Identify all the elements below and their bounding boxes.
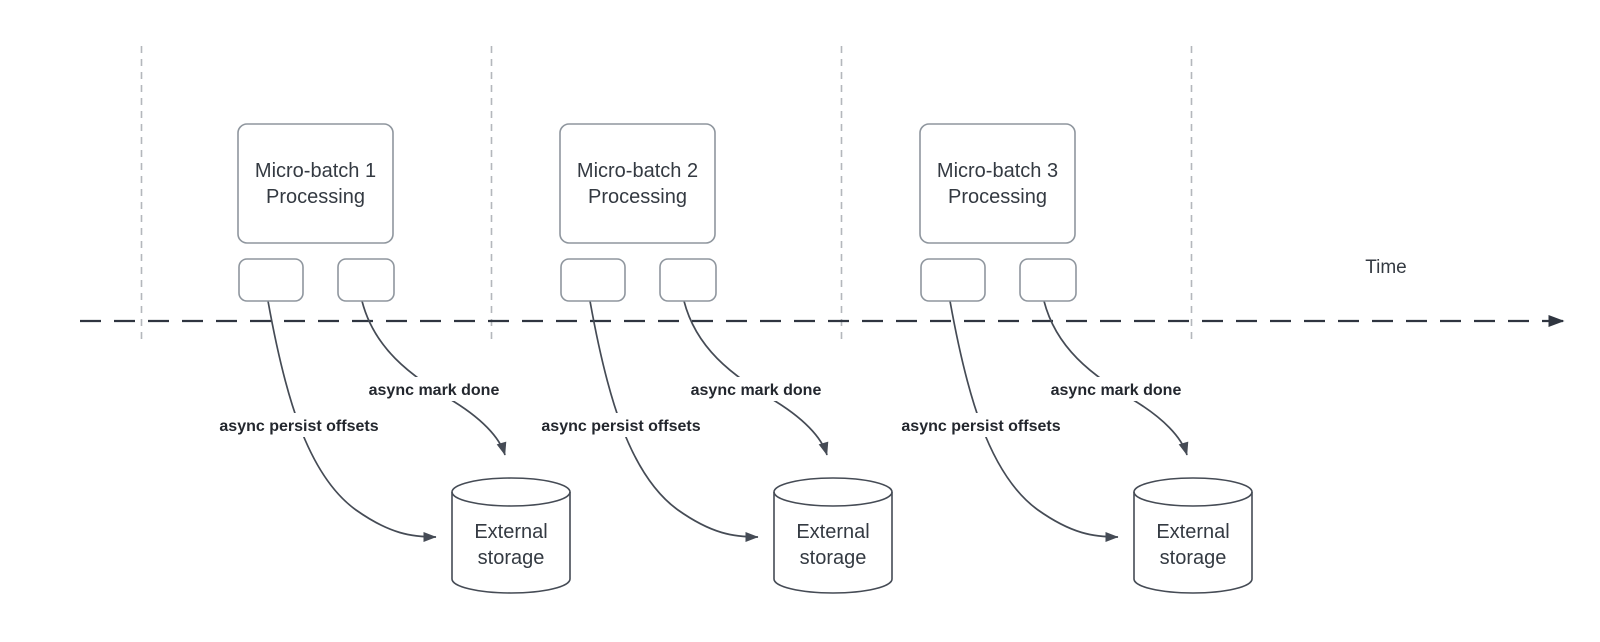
processing-box xyxy=(919,123,1076,244)
processing-box-label-line2: Processing xyxy=(266,186,365,208)
micro-batch-group-1: Micro-batch 1 Processing async persist o… xyxy=(205,123,571,594)
offset-task-box xyxy=(238,258,304,302)
mark-done-label: async mark done xyxy=(369,382,500,399)
commit-task-box xyxy=(337,258,395,302)
storage-cylinder-rim xyxy=(773,491,893,507)
storage-cylinder xyxy=(1133,477,1253,594)
processing-box-label-line1: Micro-batch 2 xyxy=(577,160,698,182)
persist-offsets-label: async persist offsets xyxy=(541,418,700,435)
storage-label-line1: External xyxy=(1156,521,1229,543)
mark-done-label: async mark done xyxy=(691,382,822,399)
persist-offsets-label: async persist offsets xyxy=(901,418,1060,435)
commit-task-box xyxy=(1019,258,1077,302)
storage-label-line1: External xyxy=(796,521,869,543)
storage-cylinder xyxy=(451,477,571,594)
mark-done-label-bg xyxy=(1043,377,1184,401)
persist-offsets-arrow xyxy=(589,300,759,542)
processing-box-label-line2: Processing xyxy=(948,186,1047,208)
storage-label-line1: External xyxy=(474,521,547,543)
storage-cylinder-rim xyxy=(1133,491,1253,507)
persist-offsets-label-bg xyxy=(887,413,1075,437)
storage-cylinder-rim xyxy=(451,491,571,507)
offset-task-box xyxy=(920,258,986,302)
processing-box-label-line1: Micro-batch 1 xyxy=(255,160,376,182)
storage-label-line2: storage xyxy=(800,547,867,569)
processing-box xyxy=(237,123,394,244)
processing-box-label-line1: Micro-batch 3 xyxy=(937,160,1058,182)
persist-offsets-label-bg xyxy=(527,413,715,437)
storage-label-line2: storage xyxy=(1160,547,1227,569)
persist-offsets-label-bg xyxy=(205,413,393,437)
storage-label-line2: storage xyxy=(478,547,545,569)
mark-done-label-bg xyxy=(683,377,824,401)
persist-offsets-arrow xyxy=(949,300,1119,542)
processing-box xyxy=(559,123,716,244)
time-axis-label: Time xyxy=(1365,257,1407,278)
processing-box-label-line2: Processing xyxy=(588,186,687,208)
micro-batch-group-3: Micro-batch 3 Processing async persist o… xyxy=(887,123,1253,594)
micro-batch-group-2: Micro-batch 2 Processing async persist o… xyxy=(527,123,893,594)
mark-done-label: async mark done xyxy=(1051,382,1182,399)
mark-done-label-bg xyxy=(361,377,502,401)
persist-offsets-arrow xyxy=(267,300,437,542)
storage-cylinder xyxy=(773,477,893,594)
offset-task-box xyxy=(560,258,626,302)
commit-task-box xyxy=(659,258,717,302)
persist-offsets-label: async persist offsets xyxy=(219,418,378,435)
